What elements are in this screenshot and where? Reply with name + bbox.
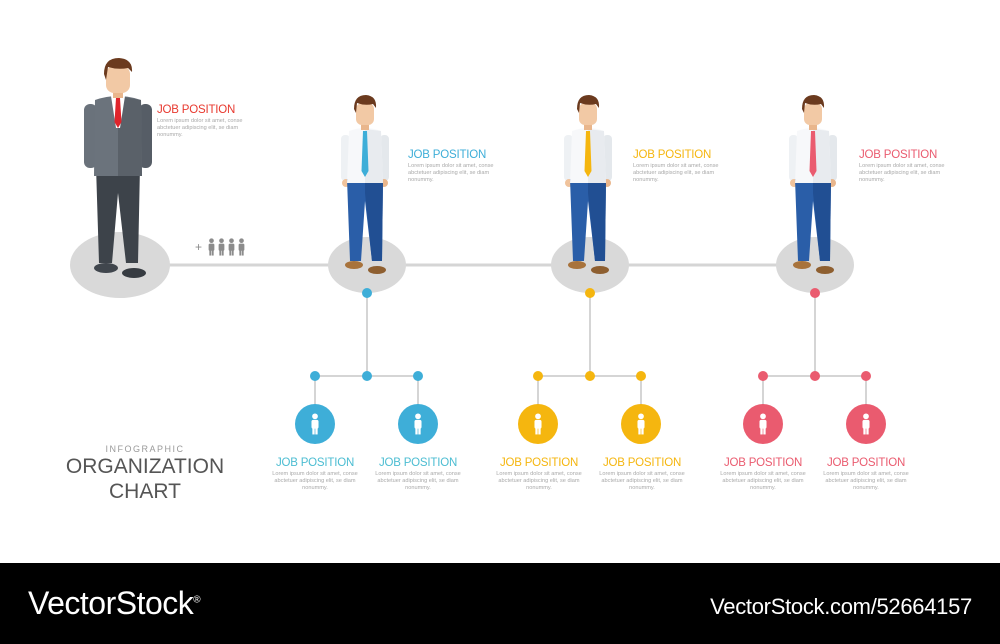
member-card: JOB POSITION Lorem ipsum dolor sit amet,… (720, 457, 806, 492)
node-dot (636, 371, 646, 381)
member-description: Lorem ipsum dolor sit amet, conse abctet… (272, 471, 358, 491)
member-description: Lorem ipsum dolor sit amet, conse abctet… (720, 471, 806, 491)
vectorstock-logo: VectorStock® (28, 585, 201, 622)
lead-card-pink: JOB POSITION Lorem ipsum dolor sit amet,… (859, 149, 945, 184)
lead-title: JOB POSITION (633, 149, 712, 161)
member-title: JOB POSITION (723, 457, 803, 469)
lead-card-blue: JOB POSITION Lorem ipsum dolor sit amet,… (408, 149, 494, 184)
node-dot (362, 288, 372, 298)
org-chart-diagram: + (70, 58, 886, 444)
chart-subtitle: INFOGRAPHIC (105, 444, 185, 454)
node-dot (413, 371, 423, 381)
platform (70, 232, 170, 298)
platform (328, 237, 406, 293)
image-id-url: VectorStock.com/52664157 (710, 594, 972, 619)
node-dot (810, 371, 820, 381)
platform (551, 237, 629, 293)
member-card: JOB POSITION Lorem ipsum dolor sit amet,… (823, 457, 909, 492)
node-dot (310, 371, 320, 381)
watermark-footer: VectorStock® VectorStock.com/52664157 (0, 563, 1000, 644)
manager-title: JOB POSITION (157, 104, 236, 116)
node-dot (810, 288, 820, 298)
manager-description: Lorem ipsum dolor sit amet, conse abctet… (157, 118, 243, 138)
member-description: Lorem ipsum dolor sit amet, conse abctet… (599, 471, 685, 491)
node-dot (861, 371, 871, 381)
member-title: JOB POSITION (602, 457, 682, 469)
member-card: JOB POSITION Lorem ipsum dolor sit amet,… (599, 457, 685, 492)
brand-name: VectorStock (28, 585, 194, 621)
manager-card: JOB POSITION Lorem ipsum dolor sit amet,… (157, 104, 243, 139)
member-description: Lorem ipsum dolor sit amet, conse abctet… (823, 471, 909, 491)
plus-sign: + (195, 240, 202, 254)
chart-title-line2: CHART (109, 480, 181, 503)
lead-description: Lorem ipsum dolor sit amet, conse abctet… (408, 163, 494, 183)
platform (776, 237, 854, 293)
member-card: JOB POSITION Lorem ipsum dolor sit amet,… (496, 457, 582, 492)
member-title: JOB POSITION (275, 457, 355, 469)
member-title: JOB POSITION (499, 457, 579, 469)
node-dot (758, 371, 768, 381)
lead-title: JOB POSITION (408, 149, 487, 161)
chart-title-line1: ORGANIZATION (65, 455, 225, 478)
add-people-icon: + (195, 238, 245, 256)
member-card: JOB POSITION Lorem ipsum dolor sit amet,… (375, 457, 461, 492)
lead-description: Lorem ipsum dolor sit amet, conse abctet… (859, 163, 945, 183)
chart-title-block: INFOGRAPHIC ORGANIZATION CHART (66, 444, 224, 504)
node-dot (585, 288, 595, 298)
member-title: JOB POSITION (826, 457, 906, 469)
node-dot (585, 371, 595, 381)
lead-title: JOB POSITION (859, 149, 938, 161)
member-description: Lorem ipsum dolor sit amet, conse abctet… (375, 471, 461, 491)
member-card: JOB POSITION Lorem ipsum dolor sit amet,… (272, 457, 358, 492)
lead-card-yellow: JOB POSITION Lorem ipsum dolor sit amet,… (633, 149, 719, 184)
node-dot (533, 371, 543, 381)
lead-description: Lorem ipsum dolor sit amet, conse abctet… (633, 163, 719, 183)
node-dot (362, 371, 372, 381)
member-title: JOB POSITION (378, 457, 458, 469)
brand-mark: ® (193, 594, 201, 606)
member-description: Lorem ipsum dolor sit amet, conse abctet… (496, 471, 582, 491)
